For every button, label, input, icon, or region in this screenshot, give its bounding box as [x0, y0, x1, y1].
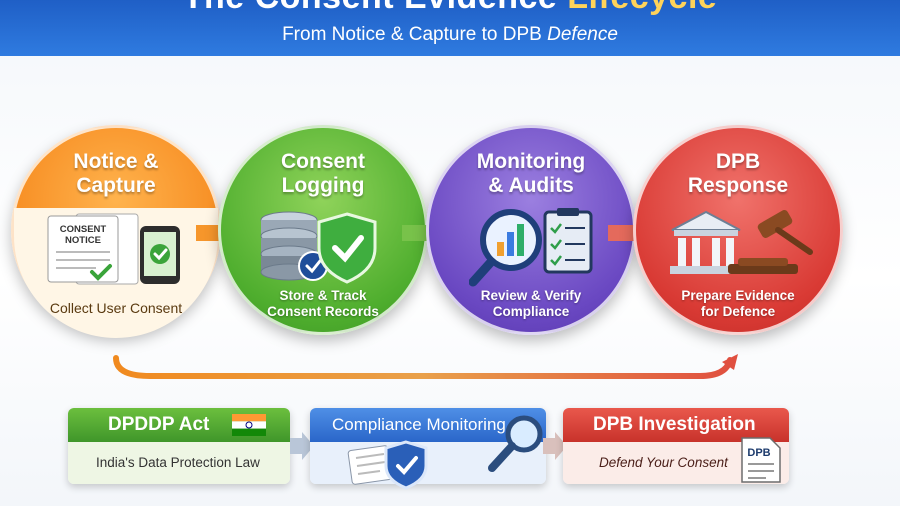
india-flag-icon: [232, 414, 266, 436]
stage-description: Collect User Consent: [49, 300, 183, 316]
header-banner: The Consent Evidence Lifecycle From Noti…: [0, 0, 900, 56]
stage-notice-capture: Notice &Capture CONSENT NOTICE Collect U…: [11, 125, 221, 338]
magnifier-chart-icon: [469, 208, 593, 287]
court-gavel-icon: [670, 210, 813, 274]
page-subtitle: From Notice & Capture to DPB Defence: [282, 24, 618, 45]
page-title: The Consent Evidence Lifecycle: [0, 0, 900, 17]
card-title: DPB Investigation: [563, 408, 789, 442]
stage-title: Monitoring& Audits: [476, 150, 586, 197]
card-arrow-icon: [290, 432, 314, 460]
card-arrow-icon: [543, 432, 567, 460]
document-shield-magnifier-icon: [347, 415, 543, 490]
dpb-document-icon: DPB: [741, 437, 781, 483]
loop-arrow: [113, 354, 738, 379]
database-shield-icon: [260, 211, 377, 284]
consent-notice-text: CONSENT: [60, 224, 107, 235]
dpb-document-label: DPB: [747, 447, 770, 459]
stage-title: Notice &Capture: [73, 150, 159, 197]
consent-notice-icon: CONSENT NOTICE: [47, 213, 180, 285]
consent-notice-text: NOTICE: [65, 235, 101, 246]
card-body: India's Data Protection Law: [68, 442, 290, 484]
